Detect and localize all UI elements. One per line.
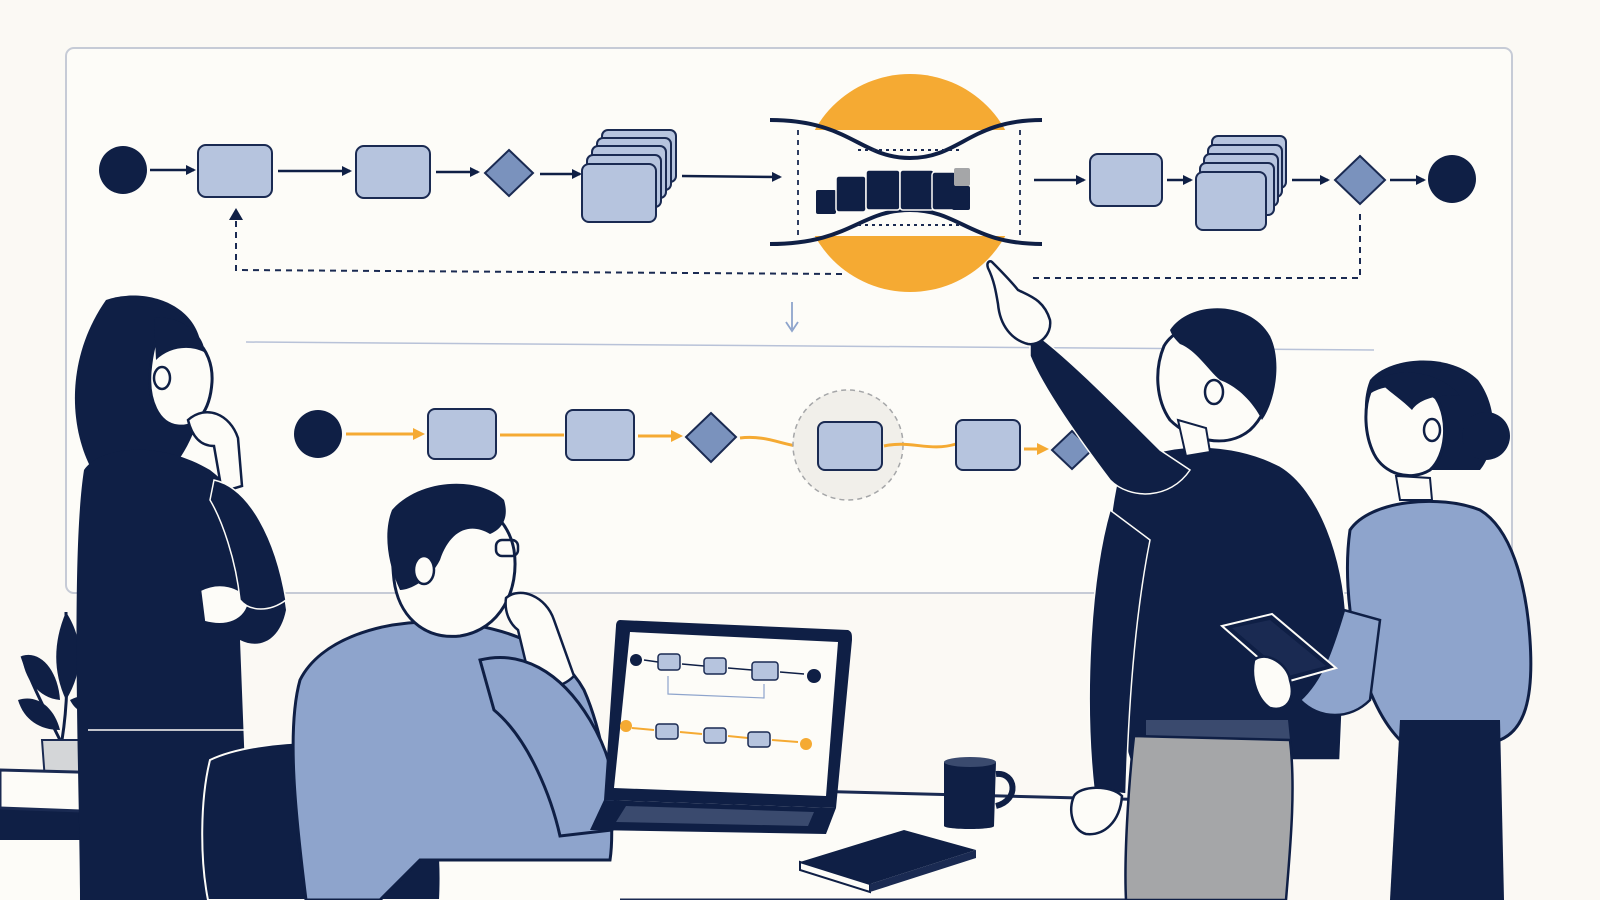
bottleneck-highlight xyxy=(769,74,1043,292)
flow-task-box xyxy=(1089,153,1163,207)
flow-task-box xyxy=(955,419,1021,471)
coffee-mug-icon xyxy=(944,757,1016,829)
flow-end-node xyxy=(1428,155,1476,203)
flow-task-stack xyxy=(581,129,677,223)
bottleneck-funnel-top xyxy=(769,118,1043,161)
flow-task-box xyxy=(565,409,635,461)
flow-decision-diamond xyxy=(483,148,535,198)
notebook-icon xyxy=(799,830,976,894)
laptop-flow-diagram-icon xyxy=(620,653,821,750)
flow-decision-diamond xyxy=(684,411,738,464)
flow-task-stack xyxy=(1195,135,1287,231)
current-process-flow xyxy=(99,74,1476,292)
flow-arrow xyxy=(681,171,782,182)
feedback-loop-arrow xyxy=(235,214,1361,279)
glasses-icon xyxy=(494,538,520,558)
person-with-tablet xyxy=(1219,360,1533,900)
flow-task-box xyxy=(817,421,883,471)
flow-task-box xyxy=(355,145,431,199)
flow-start-node xyxy=(99,146,147,194)
laptop xyxy=(590,620,852,834)
congested-task-blocks xyxy=(816,168,970,214)
flow-task-box xyxy=(197,144,273,198)
flow-task-box xyxy=(427,408,497,460)
optimized-process-flow xyxy=(294,389,1116,501)
flow-decision-diamond xyxy=(1333,154,1387,206)
person-seated-laptop xyxy=(291,483,617,900)
flow-start-node xyxy=(294,410,342,458)
flow-connector xyxy=(883,442,957,449)
